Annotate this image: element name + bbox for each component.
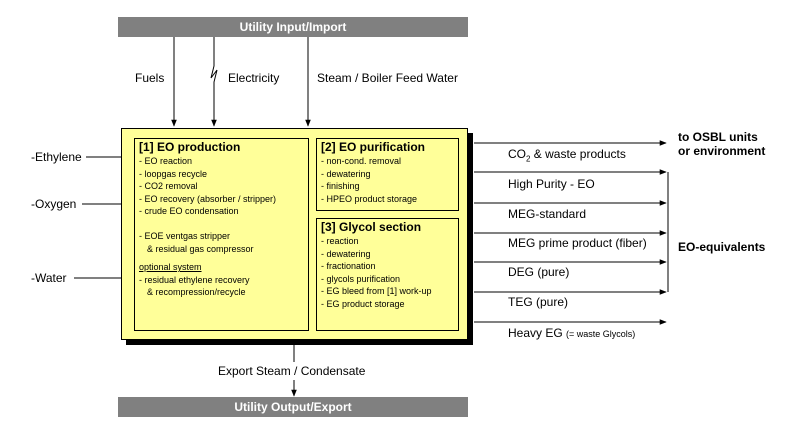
ethylene-label: -Ethylene	[31, 150, 82, 164]
list-item: - reaction	[321, 236, 359, 246]
electricity-arrow	[210, 37, 218, 127]
list-item: - EG bleed from [1] work-up	[321, 286, 432, 297]
list-item: - dewatering	[321, 168, 371, 179]
steam-label: Steam / Boiler Feed Water	[317, 71, 458, 85]
heavy-eg-label: Heavy EG (= waste Glycols)	[508, 326, 636, 340]
section-glycol-title: [3] Glycol section	[321, 220, 422, 234]
section-eo-production: [1] EO production - EO reaction - loopga…	[134, 138, 309, 331]
list-item: & recompression/recycle	[147, 287, 246, 298]
list-item: - fractionation	[321, 261, 376, 272]
utility-output-banner: Utility Output/Export	[118, 397, 468, 417]
oxygen-label: -Oxygen	[31, 197, 77, 211]
fuels-label: Fuels	[135, 71, 165, 85]
list-item: - dewatering	[321, 248, 371, 259]
list-item: - non-cond. removal	[321, 156, 402, 166]
eo-equivalents-label: EO-equivalents	[678, 240, 766, 254]
optional-system-label: optional system	[139, 262, 202, 273]
section-glycol: [3] Glycol section - reaction - dewateri…	[316, 218, 459, 331]
electricity-label: Electricity	[228, 71, 280, 85]
utility-input-banner: Utility Input/Import	[118, 17, 468, 37]
list-item: - residual ethylene recovery	[139, 274, 250, 285]
teg-label: TEG (pure)	[508, 295, 569, 309]
list-item: - EOE ventgas stripper	[139, 230, 231, 241]
section-eo-production-title: [1] EO production	[139, 140, 241, 154]
list-item: - EO recovery (absorber / stripper)	[139, 193, 277, 204]
water-label: -Water	[31, 271, 67, 285]
osbl-label-line2: or environment	[678, 144, 766, 158]
list-item: & residual gas compressor	[147, 243, 254, 254]
list-item: - EG product storage	[321, 298, 405, 309]
hpeo-label: High Purity - EO	[508, 177, 595, 191]
co2-label: CO2 & waste products	[508, 147, 626, 164]
list-item: - finishing	[321, 181, 360, 192]
list-item: - glycols purification	[321, 273, 401, 284]
export-steam-label: Export Steam / Condensate	[218, 364, 366, 378]
meg-prime-label: MEG prime product (fiber)	[508, 236, 647, 250]
deg-label: DEG (pure)	[508, 265, 570, 279]
list-item: - HPEO product storage	[321, 193, 418, 204]
section-eo-purification-title: [2] EO purification	[321, 140, 426, 154]
list-item: - loopgas recycle	[139, 168, 208, 179]
osbl-label-line1: to OSBL units	[678, 130, 758, 144]
list-item: - EO reaction	[139, 156, 193, 166]
list-item: - crude EO condensation	[139, 206, 239, 217]
section-eo-purification: [2] EO purification - non-cond. removal …	[316, 138, 459, 211]
meg-std-label: MEG-standard	[508, 207, 587, 221]
list-item: - CO2 removal	[139, 181, 198, 192]
